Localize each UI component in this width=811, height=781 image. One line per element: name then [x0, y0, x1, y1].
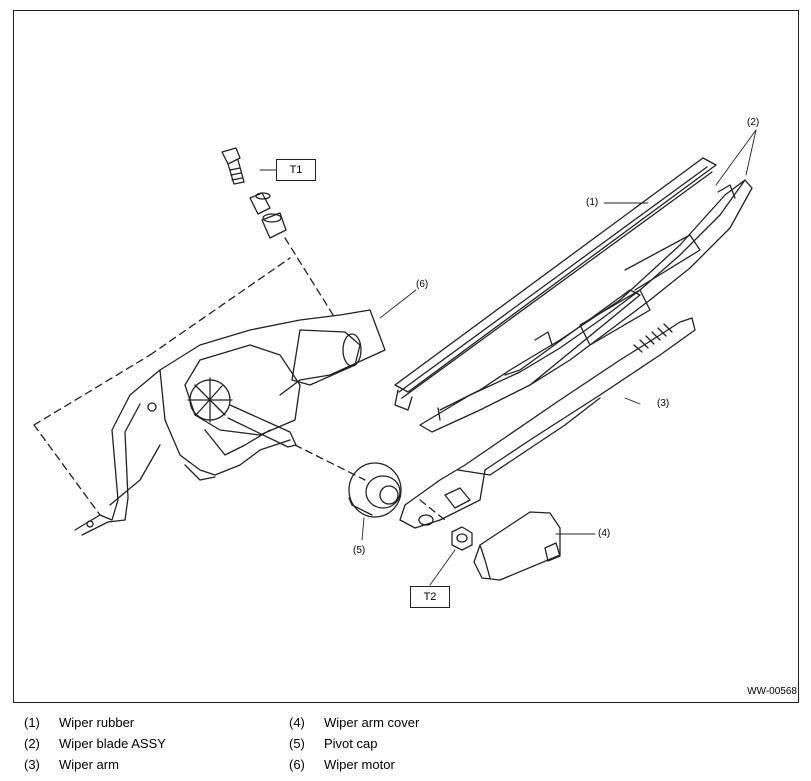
callout-3: (3) — [657, 398, 670, 409]
callout-5: (5) — [353, 545, 366, 556]
nut-part — [451, 526, 473, 551]
leader-lines — [259, 129, 757, 586]
bolt-part — [221, 147, 245, 185]
legend-item-3: (3) Wiper arm — [24, 757, 119, 773]
legend-number: (6) — [289, 757, 305, 772]
pivot-cap-part — [348, 462, 402, 518]
legend-number: (1) — [24, 715, 40, 730]
wiper-arm-part — [399, 317, 696, 529]
wiper-blade-part — [419, 179, 753, 433]
legend-number: (4) — [289, 715, 305, 730]
legend-text: Wiper blade ASSY — [59, 736, 166, 751]
figure-code: WW-00568 — [747, 686, 797, 697]
callout-2: (2) — [747, 117, 760, 128]
legend-item-6: (6) Wiper motor — [289, 757, 395, 773]
assembly-guide-lines — [33, 237, 446, 521]
legend-number: (3) — [24, 757, 40, 772]
callout-4: (4) — [598, 528, 611, 539]
wiper-rubber-part — [394, 157, 717, 411]
legend-number: (2) — [24, 736, 40, 751]
legend-item-2: (2) Wiper blade ASSY — [24, 736, 166, 752]
torque-label-t2: T2 — [410, 586, 450, 608]
wiper-motor-part — [74, 309, 386, 536]
legend-text: Wiper motor — [324, 757, 395, 772]
wiper-arm-cover-part — [473, 511, 561, 581]
callout-1: (1) — [586, 197, 599, 208]
legend-text: Wiper rubber — [59, 715, 135, 730]
legend-item-1: (1) Wiper rubber — [24, 715, 134, 731]
legend-number: (5) — [289, 736, 305, 751]
torque-label-t1: T1 — [276, 159, 316, 181]
legend-text: Wiper arm — [59, 757, 119, 772]
callout-6: (6) — [416, 279, 429, 290]
legend-item-5: (5) Pivot cap — [289, 736, 377, 752]
legend-text: Pivot cap — [324, 736, 378, 751]
legend-text: Wiper arm cover — [324, 715, 420, 730]
diagram-frame — [13, 10, 799, 703]
bushing-part — [249, 192, 287, 239]
legend-item-4: (4) Wiper arm cover — [289, 715, 419, 731]
